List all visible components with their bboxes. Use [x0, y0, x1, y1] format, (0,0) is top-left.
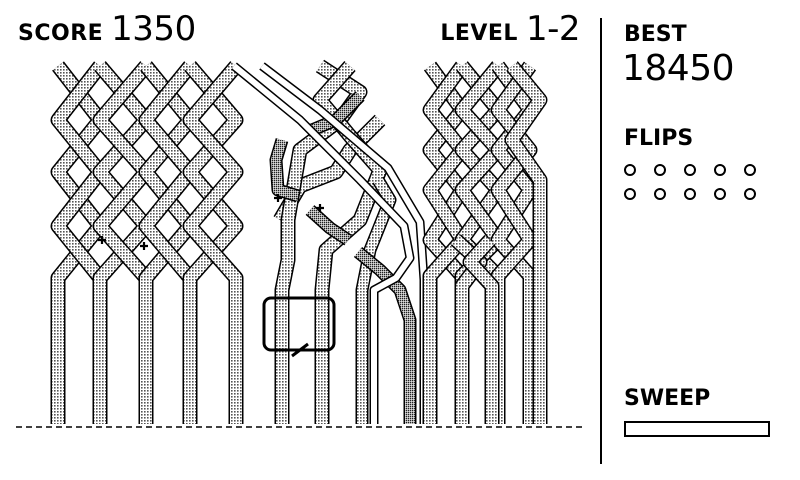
plus-marker-icon — [274, 194, 282, 202]
flip-indicator — [684, 164, 696, 176]
sweep-meter — [624, 421, 770, 437]
flip-indicator — [624, 164, 636, 176]
strand — [464, 235, 498, 424]
panel-divider — [600, 18, 602, 464]
strand — [492, 62, 536, 424]
strand-highlight — [271, 138, 300, 201]
flips-counter — [624, 164, 774, 200]
strand — [184, 62, 242, 424]
strand — [506, 62, 546, 424]
flip-indicator — [714, 188, 726, 200]
flip-indicator — [624, 188, 636, 200]
score-label: SCORE — [18, 21, 104, 46]
level-display: LEVEL 1-2 — [440, 12, 580, 46]
level-label: LEVEL — [440, 21, 518, 46]
score-value: 1350 — [111, 9, 196, 49]
strand — [232, 63, 413, 424]
plus-marker-icon — [316, 204, 324, 212]
sweep-label: SWEEP — [624, 386, 711, 411]
game-board[interactable] — [0, 0, 600, 480]
decal-layer — [98, 194, 336, 358]
strand — [424, 62, 468, 424]
strand-highlight — [354, 248, 415, 424]
flips-label: FLIPS — [624, 126, 694, 151]
strand — [357, 177, 395, 424]
plus-marker-icon — [140, 242, 148, 250]
flip-indicator — [744, 188, 756, 200]
flip-indicator — [684, 188, 696, 200]
strand-highlight — [306, 206, 351, 245]
cursor-tick-icon — [291, 342, 309, 358]
flip-indicator — [744, 164, 756, 176]
flip-indicator — [654, 188, 666, 200]
flip-indicator — [654, 164, 666, 176]
best-value: 18450 — [622, 48, 735, 89]
plus-marker-icon — [98, 236, 106, 244]
level-value: 1-2 — [525, 9, 581, 49]
score-display: SCORE 1350 — [18, 12, 196, 46]
flip-indicator — [714, 164, 726, 176]
best-label: BEST — [624, 22, 687, 47]
strand-layer — [50, 59, 548, 424]
